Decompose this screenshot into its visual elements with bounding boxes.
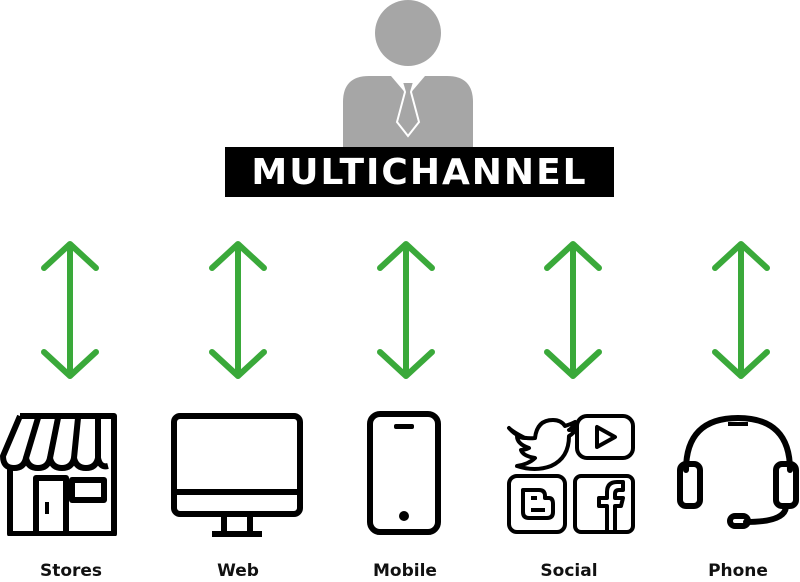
channel-label-stores: Stores — [39, 561, 103, 581]
youtube-icon — [575, 414, 635, 460]
facebook-icon — [573, 474, 635, 534]
double-arrow-icon — [41, 241, 99, 379]
channel-label-phone: Phone — [708, 561, 768, 581]
desktop-monitor-icon — [171, 413, 303, 537]
social-media-icons — [507, 414, 635, 534]
storefront-icon — [0, 413, 117, 536]
double-arrow-icon — [712, 241, 770, 379]
channel-label-mobile: Mobile — [373, 561, 437, 581]
smartphone-icon — [367, 411, 441, 535]
twitter-bird-icon — [507, 418, 579, 471]
headset-icon — [677, 415, 799, 529]
channel-label-social: Social — [540, 561, 598, 581]
double-arrow-icon — [544, 241, 602, 379]
person-icon — [343, 0, 473, 150]
channel-label-web: Web — [217, 561, 259, 581]
double-arrow-icon — [209, 241, 267, 379]
blogger-icon — [507, 474, 567, 534]
double-arrow-icon — [377, 241, 435, 379]
multichannel-banner: MULTICHANNEL — [225, 147, 614, 197]
